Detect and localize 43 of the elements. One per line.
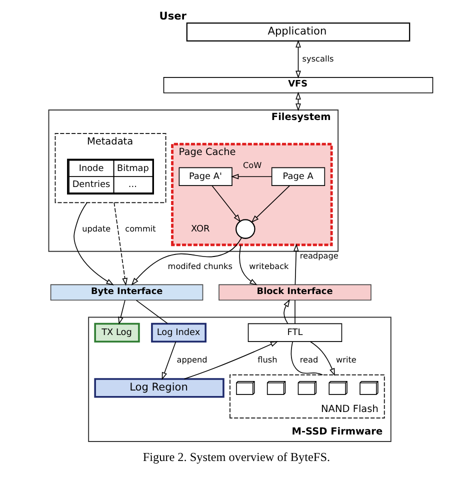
arrow	[283, 299, 290, 324]
edge-label: CoW	[242, 160, 262, 170]
edge-label: commit	[124, 223, 156, 234]
node-box: Log Region	[94, 378, 224, 398]
arrow	[73, 202, 114, 286]
arrow	[211, 185, 240, 222]
node-box: Application	[186, 22, 410, 42]
connector	[135, 300, 168, 324]
connector	[290, 341, 323, 376]
node-label: User	[158, 10, 186, 22]
arrow	[250, 185, 290, 223]
node-box: Page A	[270, 167, 325, 186]
edge-label: read	[299, 354, 318, 364]
arrow	[309, 341, 334, 376]
arrow	[118, 300, 125, 325]
edge-label: writeback	[248, 260, 288, 271]
edge-label: flush	[257, 354, 277, 364]
edge-label: update	[82, 223, 110, 234]
caption: Figure 2. System overview of ByteFS.	[142, 450, 330, 464]
node-label: XOR	[190, 224, 210, 234]
arrow	[295, 40, 300, 78]
edge-label: modifed chunks	[167, 260, 232, 271]
arrow	[113, 202, 128, 286]
node-box: TX Log	[94, 322, 140, 342]
node-box: Byte Interface	[50, 284, 203, 301]
edge-label: syscalls	[302, 54, 334, 64]
arrow	[161, 341, 176, 380]
edge-label: append	[176, 354, 207, 364]
cluster: NAND Flash	[229, 374, 384, 418]
edge-label: write	[336, 354, 356, 364]
connector	[294, 300, 295, 324]
arrow	[238, 244, 257, 286]
arrow	[292, 244, 298, 286]
arrow	[230, 174, 272, 180]
node-box: Block Interface	[218, 284, 371, 301]
node-box: Page A'	[178, 167, 232, 186]
node-box: Log Index	[150, 322, 206, 342]
node-box: FTL	[247, 323, 342, 342]
arrow	[183, 341, 278, 380]
arrow	[130, 237, 242, 286]
edge-label: readpage	[299, 250, 338, 261]
node-circle	[235, 219, 255, 239]
node-box: VFS	[162, 77, 433, 94]
